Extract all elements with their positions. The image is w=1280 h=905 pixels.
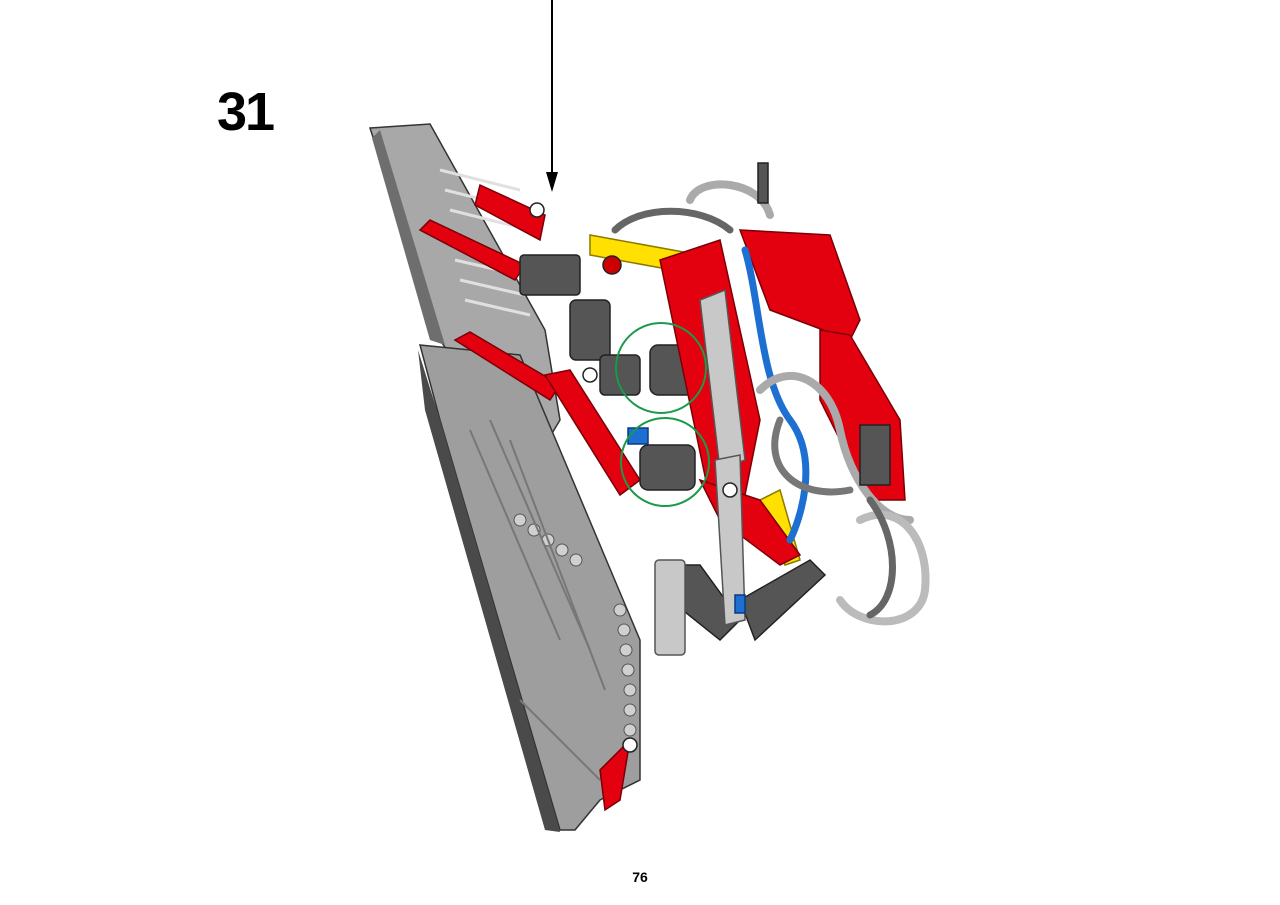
gray-panel-bottom xyxy=(418,344,641,832)
hoses xyxy=(611,180,930,626)
insertion-arrow xyxy=(546,0,558,192)
connector-pins xyxy=(529,162,891,753)
page-number: 76 xyxy=(632,869,648,885)
callout-circles xyxy=(615,322,710,507)
light-gray-beams xyxy=(654,288,746,656)
step-number: 31 xyxy=(217,82,275,142)
red-beams-left xyxy=(418,183,642,812)
